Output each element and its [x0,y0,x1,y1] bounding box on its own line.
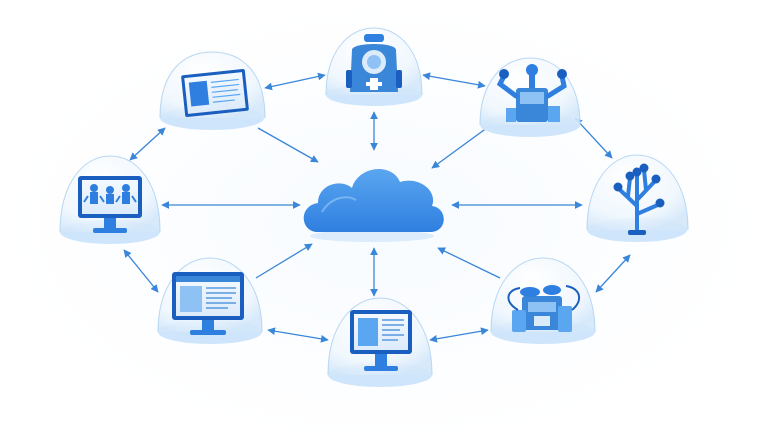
node-right [586,154,689,242]
link-topright-right [574,117,613,159]
network-tree-nodes [613,163,665,235]
link-left-topleft [129,127,166,161]
node-bottom-right [490,257,596,344]
monitor-dashboard-icon [350,310,412,371]
monitor-robots-icon [78,176,142,233]
link-bottom-bottomleft [267,327,329,343]
spoke-bottomleft [255,243,313,279]
node-top [325,27,423,106]
node-top-right [479,57,581,137]
cloud-icon [303,169,444,242]
industrial-machine-icon [507,285,581,332]
link-bottomright-bottom [429,327,489,343]
node-top-left [159,51,266,130]
document-screen-icon [181,68,249,118]
link-topleft-top [264,72,326,91]
node-left [59,155,161,244]
medical-robot-icon [346,34,402,92]
node-bottom-left [157,257,263,344]
ring-links [123,72,631,343]
link-top-topright [422,72,486,89]
spoke-bottomright [437,247,501,279]
monitor-document-icon [172,272,244,335]
network-tree-icon [616,168,662,234]
link-right-bottomright [595,254,631,293]
spoke-topleft [257,127,319,163]
node-bottom [327,297,433,387]
link-bottomleft-left [123,249,159,293]
robot-arms-machine-icon [496,64,567,122]
